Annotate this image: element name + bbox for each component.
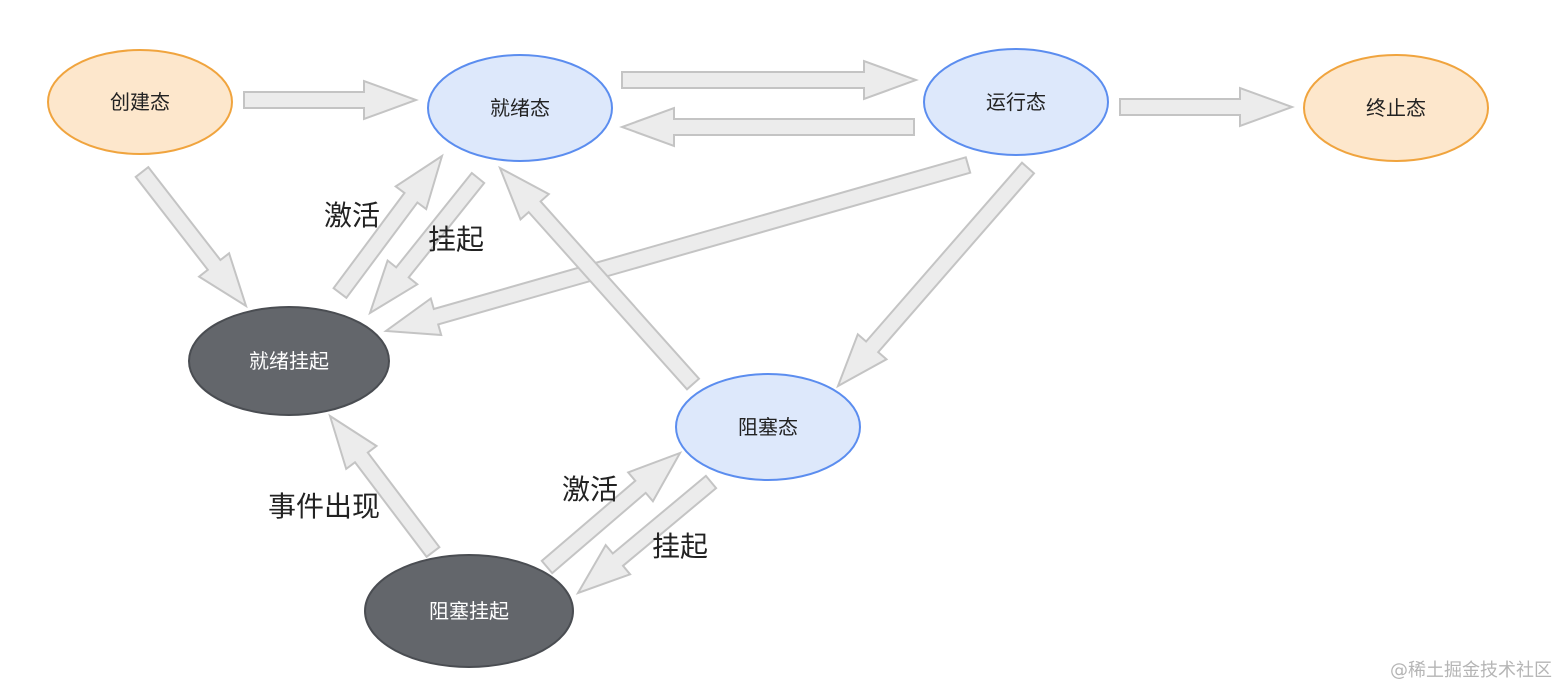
edge-label-suspend-2: 挂起 bbox=[652, 530, 708, 563]
edge-label-suspend: 挂起 bbox=[428, 223, 484, 256]
arrow-ready-to-running bbox=[621, 59, 919, 101]
edge-label-activate-2: 激活 bbox=[562, 473, 618, 506]
node-label-ready-suspended: 就绪挂起 bbox=[249, 349, 329, 373]
node-shape-running bbox=[923, 48, 1109, 156]
arrow-running-to-ready bbox=[619, 106, 915, 148]
node-label-blocked-suspended: 阻塞挂起 bbox=[429, 599, 509, 623]
edge-labels-layer: 激活 挂起 事件出现 激活 挂起 bbox=[268, 199, 708, 563]
edge-label-activate: 激活 bbox=[324, 199, 380, 232]
arrow-ready-to-ready-suspended bbox=[368, 171, 486, 316]
arrow-blocked-suspended-to-blocked bbox=[540, 451, 683, 575]
arrow-running-to-terminated bbox=[1119, 86, 1295, 128]
node-label-running: 运行态 bbox=[986, 90, 1046, 114]
arrow-running-to-blocked bbox=[836, 161, 1036, 389]
node-label-blocked: 阻塞态 bbox=[738, 415, 798, 439]
node-shape-ready bbox=[427, 54, 613, 162]
arrow-blocked-to-ready bbox=[498, 165, 701, 391]
arrow-create-to-ready-suspended bbox=[134, 165, 248, 309]
arrow-create-to-ready bbox=[243, 79, 419, 121]
edge-label-event: 事件出现 bbox=[268, 490, 380, 523]
watermark-text: @稀土掘金技术社区 bbox=[1390, 660, 1552, 681]
arrow-blocked-suspended-to-ready-suspended bbox=[328, 413, 441, 559]
node-label-terminated: 终止态 bbox=[1366, 96, 1426, 120]
node-create: 创建态 bbox=[47, 49, 233, 155]
arrow-ready-suspended-to-ready bbox=[332, 153, 444, 300]
node-label-ready: 就绪态 bbox=[490, 96, 550, 120]
node-shape-blocked-suspended bbox=[364, 554, 574, 668]
node-shape-blocked bbox=[675, 373, 861, 481]
node-shape-ready-suspended bbox=[188, 306, 390, 416]
node-shape-terminated bbox=[1303, 54, 1489, 162]
node-blocked-suspended: 阻塞挂起 bbox=[364, 554, 574, 668]
arrow-blocked-to-blocked-suspended bbox=[575, 474, 718, 595]
node-ready-suspended: 就绪挂起 bbox=[188, 306, 390, 416]
node-shape-create bbox=[47, 49, 233, 155]
node-label-create: 创建态 bbox=[110, 90, 170, 114]
node-ready: 就绪态 bbox=[427, 54, 613, 162]
node-blocked: 阻塞态 bbox=[675, 373, 861, 481]
node-running: 运行态 bbox=[923, 48, 1109, 156]
arrow-running-to-ready-suspended bbox=[383, 156, 972, 337]
node-terminated: 终止态 bbox=[1303, 54, 1489, 162]
arrows-layer bbox=[134, 59, 1295, 595]
